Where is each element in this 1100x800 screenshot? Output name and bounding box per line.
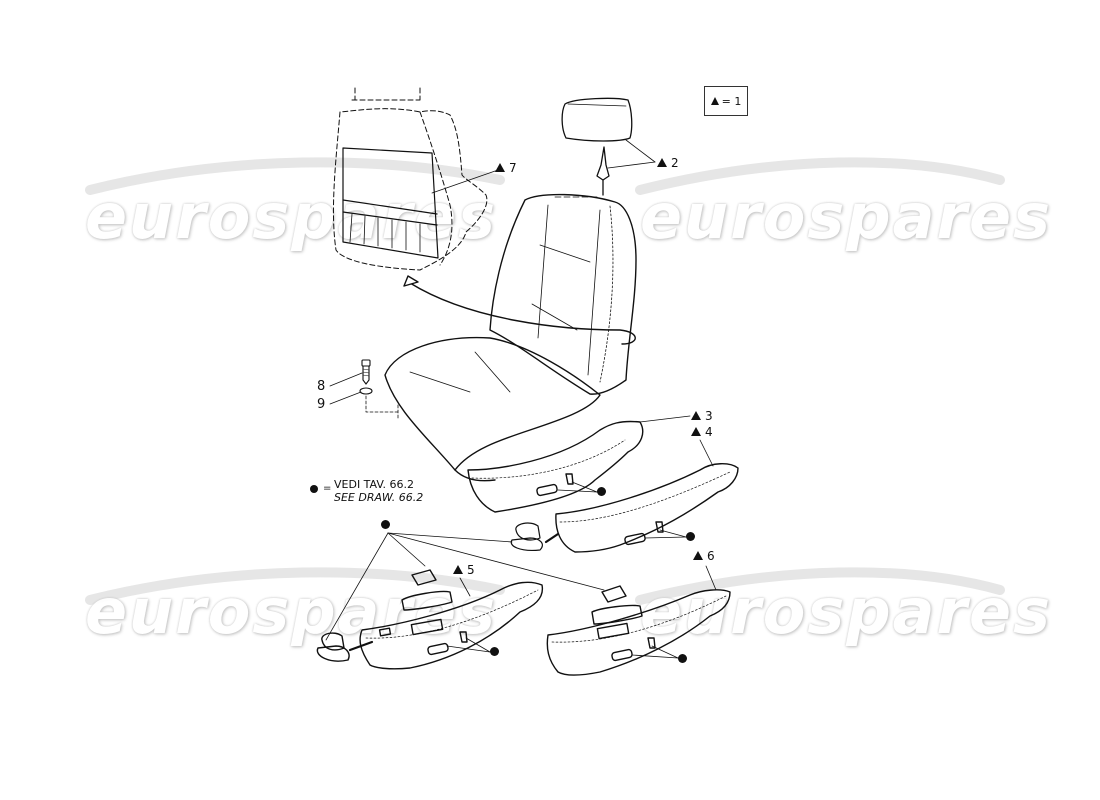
side-trim-6 — [546, 585, 731, 676]
watermark-swoosh — [85, 567, 1005, 605]
watermark-text: eurospares — [640, 180, 1053, 253]
triangle-icon — [710, 97, 719, 105]
watermark-text: eurospares — [85, 575, 498, 648]
legend-text: = 1 — [721, 94, 742, 108]
callout-6: 6 — [693, 549, 715, 563]
dot-marker — [597, 487, 606, 496]
leader-7 — [431, 169, 499, 194]
dot-marker — [686, 532, 695, 541]
map-pocket-panel — [342, 147, 439, 259]
seat-back-ghost — [332, 87, 488, 271]
callout-3: 3 — [691, 409, 713, 423]
dot-icon — [310, 485, 318, 493]
triangle-icon — [691, 411, 701, 420]
callout-5: 5 — [453, 563, 475, 577]
triangle-icon — [691, 427, 701, 436]
watermark-swoosh — [85, 157, 1005, 195]
note-equals: = — [323, 483, 332, 494]
watermark-text: eurospares — [640, 575, 1053, 648]
callout-9: 9 — [317, 397, 326, 412]
callout-4: 4 — [691, 425, 713, 439]
side-trim-5 — [316, 569, 544, 670]
callout-7: 7 — [495, 161, 517, 175]
headrest — [561, 97, 633, 196]
triangle-icon — [657, 158, 667, 167]
note-line-2: SEE DRAW. 66.2 — [334, 491, 424, 504]
triangle-icon — [453, 565, 463, 574]
triangle-icon — [495, 163, 505, 172]
note-line-1: VEDI TAV. 66.2 — [334, 478, 414, 491]
dot-marker — [678, 654, 687, 663]
seat-back — [489, 193, 637, 395]
side-trim-3 — [467, 420, 644, 513]
dot-marker — [490, 647, 499, 656]
seat-cushion — [384, 336, 601, 482]
adjust-knob-center — [510, 522, 560, 551]
leader-lines-dot — [325, 532, 605, 641]
callout-8: 8 — [317, 379, 326, 394]
washer-9 — [359, 387, 373, 395]
triangle-icon — [693, 551, 703, 560]
callout-2: 2 — [657, 156, 679, 170]
legend-box: = 1 — [704, 86, 748, 116]
dot-marker — [381, 520, 390, 529]
side-trim-4 — [555, 463, 739, 553]
curved-arrow — [409, 282, 636, 345]
watermark-text: eurospares — [85, 180, 498, 253]
screw-8 — [361, 359, 371, 385]
